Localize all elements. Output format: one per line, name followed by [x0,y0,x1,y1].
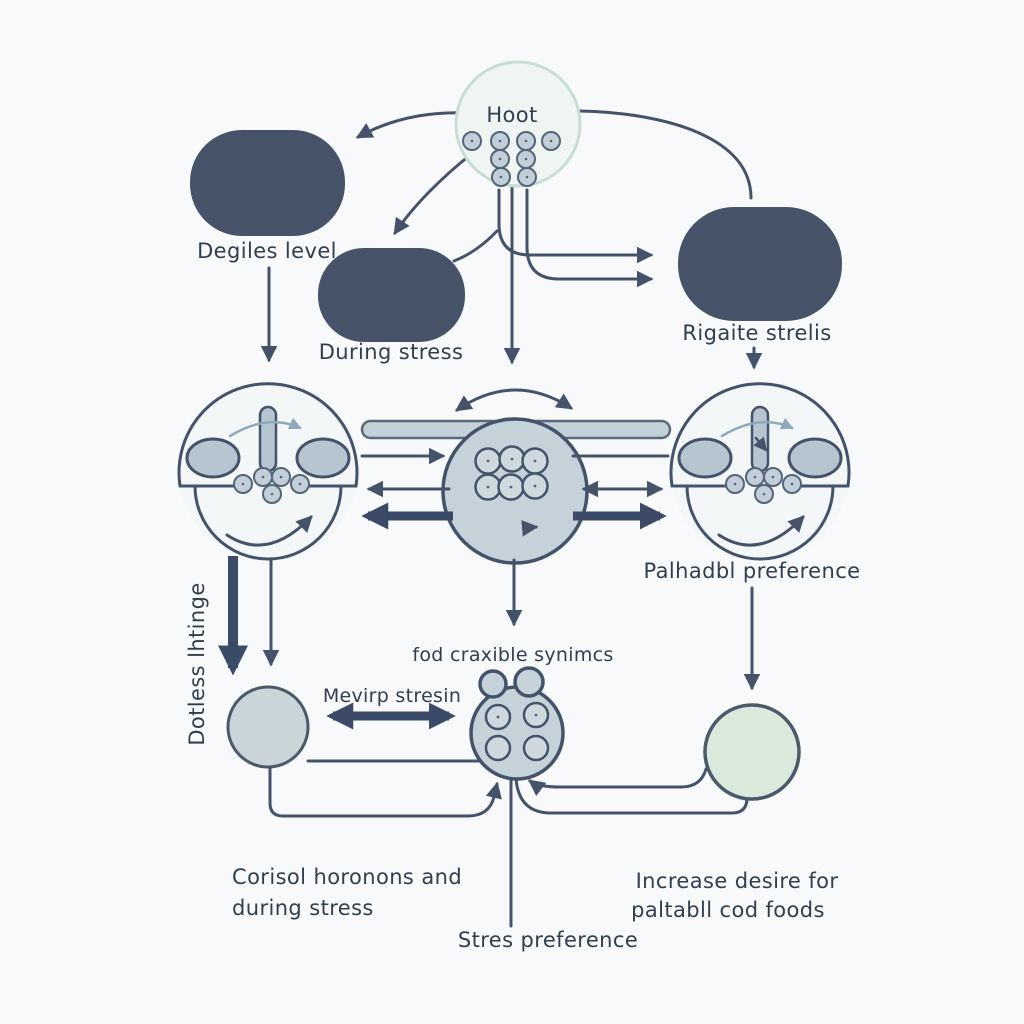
gland-capsule-icon [258,405,278,473]
increase-caption-line2: paltabll cod foods [631,898,825,922]
right-brain-figure: Palhadbl preference [644,382,861,583]
double-arc-arrow-icon [454,388,574,412]
right-lobe-icon [295,437,351,479]
cycle-arrow-top-icon [228,417,302,438]
green-bottom-circle [703,703,801,801]
receptor-cluster-icon [725,467,802,504]
ear-circle-icon [513,666,545,698]
desires-level-label: Degiles level [197,239,337,263]
top-connectors [355,109,753,365]
left-bottom-circle [226,685,310,769]
middle-bottom-cell [469,666,565,781]
hoot-circle [454,60,582,188]
during-stress-label: During stress [319,340,464,364]
hoot-dots-icon [462,131,561,187]
inner-arrow-icon [521,520,539,537]
gland-capsule-icon [750,405,770,473]
during-stress-shape: During stress [318,248,465,364]
hoot-node: Hoot [454,60,582,188]
stress-preference-label: Stres preference [458,928,638,952]
left-brain-figure [177,382,359,561]
desires-level-shape: Degiles level [190,130,345,263]
bottom-captions: Corisol horonons and during stress Incre… [232,865,838,952]
mevirp-stresin-label: Mevirp stresin [323,685,461,707]
cycle-arrow-top-icon [720,417,794,438]
down-arrows [218,556,761,691]
cortisol-caption-line2: during stress [232,896,374,920]
center-cell-figure [441,417,589,565]
ear-circle-icon [478,669,508,699]
cycle-arrow-bottom-icon [225,515,313,547]
increase-caption-line1: Increase desire for [636,869,839,893]
mid-row-connectors [360,447,670,530]
rigaite-strelis-shape: Rigaite strelis [678,207,842,345]
cortisol-caption-line1: Corisol horonons and [232,865,462,889]
left-lobe-icon [677,437,733,479]
palatable-preference-label: Palhadbl preference [644,559,861,583]
hoot-label: Hoot [486,103,537,127]
small-inward-arrow-icon [753,436,768,452]
receptor-cluster-icon [233,467,310,504]
rigaite-strelis-label: Rigaite strelis [682,321,831,345]
pill-down-arrows [260,266,763,370]
vesicle-circles-icon [474,445,549,501]
food-craxible-label: fod craxible synimcs [412,644,613,666]
bottom-connectors [268,759,756,928]
cycle-arrow-bottom-icon [717,515,805,547]
dotless-lhtinge-label: Dotless lhtinge [185,582,209,745]
right-lobe-icon [787,437,843,479]
left-lobe-icon [185,437,241,479]
